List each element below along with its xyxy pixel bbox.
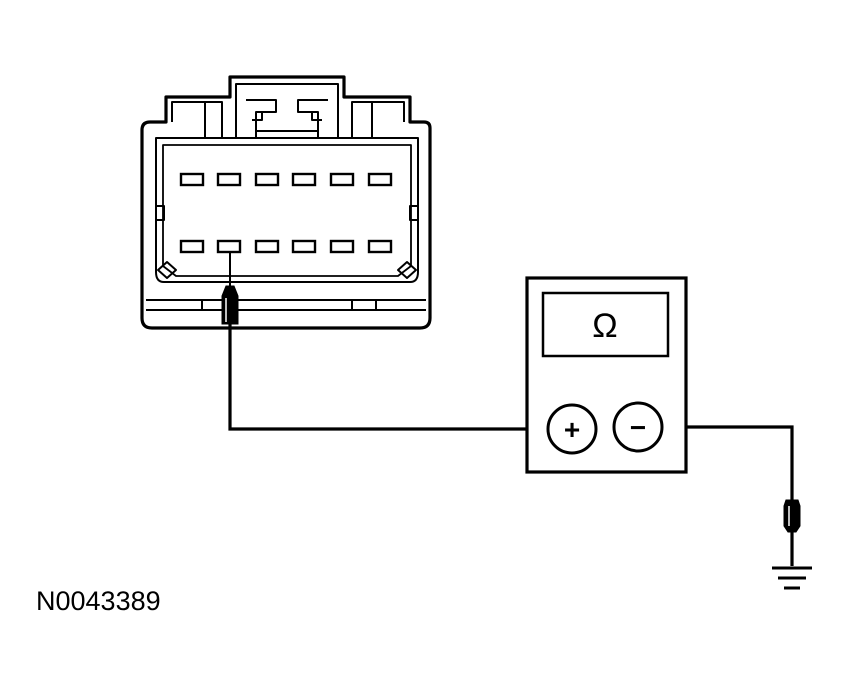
negative-test-lead [662, 425, 794, 500]
pin-cavity-r1-c3 [254, 172, 280, 187]
connector-left-tab [171, 101, 223, 138]
positive-terminal-label: + [564, 414, 580, 445]
ohm-symbol: Ω [592, 307, 617, 345]
connector-left-key [157, 261, 177, 279]
pin-cavity-r1-c5 [329, 172, 355, 187]
test-probe-icon [221, 285, 239, 325]
pin-cavity-r1-c4 [291, 172, 317, 187]
figure-id-label: N0043389 [36, 586, 161, 616]
connector-left-notch [155, 205, 165, 221]
connector-housing-outline [140, 75, 432, 330]
negative-terminal [612, 401, 664, 453]
negative-terminal-label: − [630, 412, 646, 443]
pin-cavity-r2-c1 [179, 239, 205, 254]
connector-latch-left-hook [246, 99, 277, 138]
connector-right-key [397, 261, 417, 279]
probe-handle-connector [221, 285, 239, 325]
multimeter-display [541, 291, 670, 358]
positive-test-lead [228, 318, 548, 431]
pin-cavity-r1-c6 [367, 172, 393, 187]
pin-cavity-r1-c1 [179, 172, 205, 187]
pin-cavity-r2-c3 [254, 239, 280, 254]
connector-face [155, 137, 419, 283]
connector-latch [235, 83, 339, 138]
test-leads [228, 252, 794, 566]
pin-cavity-r2-c6 [367, 239, 393, 254]
electrical-connector-icon [140, 75, 432, 330]
connector-right-tab [351, 101, 405, 138]
probe-handle-ground [783, 499, 801, 533]
pin-cavity-r1-c2 [216, 172, 242, 187]
multimeter-icon: Ω + − [525, 276, 688, 474]
connector-bottom-lock-right [351, 299, 377, 311]
pin-cavity-r2-c4 [291, 239, 317, 254]
positive-terminal [546, 403, 598, 455]
ground-probe-icon [783, 499, 801, 533]
pin-cavity-r2-c2 [216, 239, 242, 254]
ground-symbol-icon [772, 566, 812, 590]
connector-right-notch [409, 205, 419, 221]
connector-latch-right-hook [297, 99, 328, 138]
connector-pin-cavities [179, 172, 393, 254]
connector-face-inner [162, 144, 412, 277]
pin-cavity-r2-c5 [329, 239, 355, 254]
